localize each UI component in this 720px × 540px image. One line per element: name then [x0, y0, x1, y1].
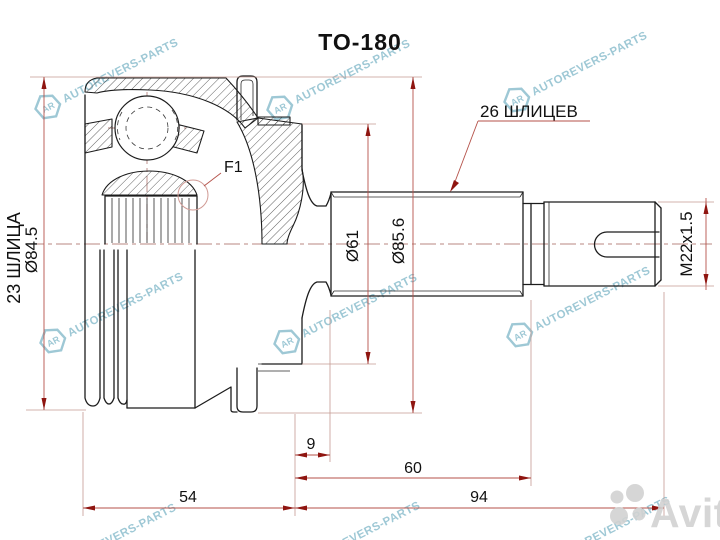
dia-body-label: Ø84.5: [22, 227, 41, 273]
cap-bottom: [236, 363, 290, 413]
dim-thread: [703, 198, 709, 290]
watermark: AR AUTOREVERS-PARTS: [506, 265, 653, 348]
ar-hexagon-icon: [506, 322, 534, 348]
watermark: AR AUTOREVERS-PARTS: [39, 271, 186, 354]
part-number-title: TO-180: [318, 29, 402, 55]
dim-body-length: [83, 505, 295, 511]
cage-left-section: [84, 118, 113, 154]
ar-hexagon-icon: [503, 87, 531, 113]
watermark: AR AUTOREVERS-PARTS: [303, 500, 423, 540]
dim-value-shaft-length: 94: [470, 489, 488, 506]
mouth-rim-bottom: [261, 317, 303, 365]
ar-logo-text: AR: [40, 100, 57, 115]
ball-hidden-circle: [125, 106, 169, 150]
watermark: AR AUTOREVERS-PARTS: [59, 502, 179, 540]
dim-boot-neck: [295, 452, 330, 458]
dim-dia-body: [41, 77, 47, 410]
bell-bottom-chamfer: [194, 386, 238, 413]
detail-callout: [177, 172, 222, 211]
watermark-brand: AUTOREVERS-PARTS: [533, 265, 653, 334]
inner-race-section: [101, 170, 198, 196]
watermark-brand: AUTOREVERS-PARTS: [303, 500, 423, 540]
inner-splines-label: 23 ШЛИЦА: [4, 212, 24, 304]
watermark-brand: AUTOREVERS-PARTS: [530, 30, 650, 99]
ar-logo-text: AR: [272, 101, 289, 116]
spline-count-leader: [450, 120, 590, 192]
boot-neck-bottom: [301, 281, 332, 319]
bell-mouth-section: [236, 117, 304, 245]
detail-callout-label: F1: [224, 159, 243, 176]
dia-cap-label: Ø85.6: [389, 218, 408, 264]
bell-exterior-bottom: [84, 94, 303, 413]
dim-value-boot-neck: 9: [307, 436, 316, 453]
threaded-tip: [543, 201, 662, 287]
dia-mouth-label: Ø61: [343, 230, 362, 262]
cap-top: [236, 75, 258, 121]
watermark-brand: AUTOREVERS-PARTS: [61, 37, 181, 106]
ar-hexagon-icon: [273, 329, 301, 355]
boot-neck-top: [301, 169, 332, 207]
dim-value-spline-length: 60: [404, 460, 422, 477]
dim-shaft-length: [295, 505, 664, 511]
hub-splines: [104, 195, 198, 245]
outer-splines-label: 26 ШЛИЦЕВ: [480, 102, 578, 121]
ar-logo-text: AR: [512, 328, 529, 343]
spline-section: [330, 191, 524, 297]
thread-neck: [522, 201, 545, 287]
bell-section: [84, 75, 304, 245]
watermark: AR AUTOREVERS-PARTS: [273, 272, 419, 355]
drawing-labels: TO-180 26 ШЛИЦЕВ 23 ШЛИЦА Ø84.5 Ø61 Ø85.…: [4, 29, 696, 506]
cap-flange-section: [257, 116, 291, 126]
watermark-brand: AUTOREVERS-PARTS: [59, 502, 179, 540]
avito-dot-icon: [626, 484, 644, 502]
watermark-grid: AR AUTOREVERS-PARTS AR AUTOREVERS-PARTS …: [34, 30, 672, 540]
ar-hexagon-icon: [34, 94, 62, 120]
bearing-ball: [114, 95, 180, 161]
ar-hexagon-icon: [39, 328, 67, 354]
tip-slot: [593, 231, 660, 258]
ar-logo-text: AR: [45, 334, 62, 349]
avito-dot-icon: [610, 507, 628, 525]
ball-hidden-arc: [171, 109, 179, 141]
avito-logo: Avito: [610, 484, 720, 536]
dim-value-body-length: 54: [179, 489, 197, 506]
watermark-brand: AUTOREVERS-PARTS: [66, 271, 186, 340]
avito-dot-icon: [610, 490, 624, 504]
dim-spline-length: [295, 475, 531, 481]
dim-dia-mouth: [365, 124, 371, 364]
ar-logo-text: AR: [279, 335, 296, 350]
avito-logo-text: Avito: [650, 490, 720, 536]
thread-label: M22x1.5: [677, 211, 696, 276]
avito-dot-icon: [632, 507, 646, 521]
dimension-system: [26, 76, 714, 516]
shaft: [301, 123, 662, 319]
dim-dia-cap: [410, 77, 416, 413]
ball-hidden-arc: [117, 111, 123, 141]
